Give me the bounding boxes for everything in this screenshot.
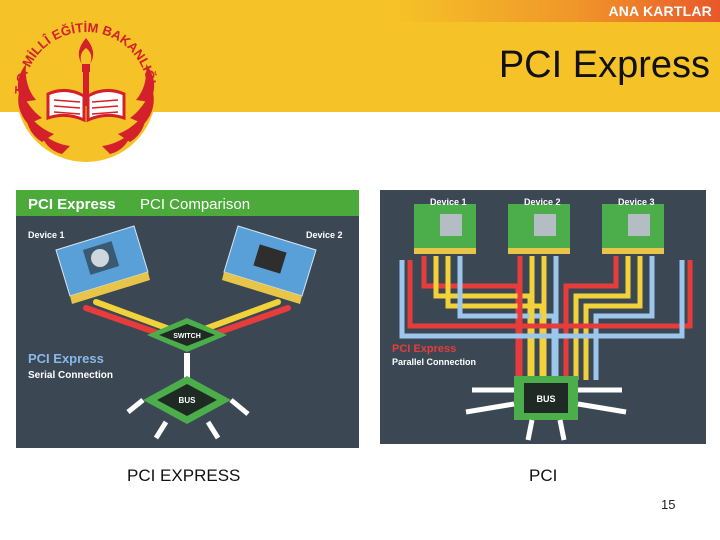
page-number: 15 (661, 497, 676, 512)
switch-label: SWITCH (173, 333, 201, 340)
pci-bus-chip: BUS (514, 376, 578, 420)
slide-title: PCI Express (498, 44, 710, 86)
bus-label: BUS (179, 396, 197, 405)
caption-pci-express: PCI EXPRESS (127, 466, 241, 485)
device-cards (414, 204, 664, 254)
figure-title-part2: PCI Comparison (140, 196, 250, 213)
pci-device-3-label: Device 3 (618, 197, 655, 207)
bus-chip: BUS (143, 376, 231, 424)
mode-desc: Serial Connection (28, 370, 113, 381)
ministry-logo: T.C. MİLLÎ EĞİTİM BAKANLIĞI (12, 20, 159, 162)
device-1-label: Device 1 (28, 230, 65, 240)
caption-pci: PCI (529, 466, 558, 485)
section-label: ANA KARTLAR (608, 3, 712, 19)
device-2-card (222, 225, 317, 304)
switch-chip: SWITCH (147, 318, 227, 352)
pci-mode-desc: Parallel Connection (392, 357, 476, 367)
pci-device-2-label: Device 2 (524, 197, 561, 207)
figure-title-part1: PCI Express (28, 196, 116, 213)
mode-name: PCI Express (28, 351, 104, 366)
device-1-card (55, 225, 150, 304)
device-2-label: Device 2 (306, 230, 343, 240)
figure-title-bar (16, 190, 359, 216)
pci-device-1-label: Device 1 (430, 197, 467, 207)
pci-mode-name: PCI Express (392, 343, 456, 355)
pci-figure: Device 1 Device 2 Device 3 PCI Express P… (380, 190, 706, 444)
pci-bus-label: BUS (536, 394, 555, 404)
pci-express-figure: PCI Express PCI Comparison Device 1 Devi… (16, 190, 359, 448)
